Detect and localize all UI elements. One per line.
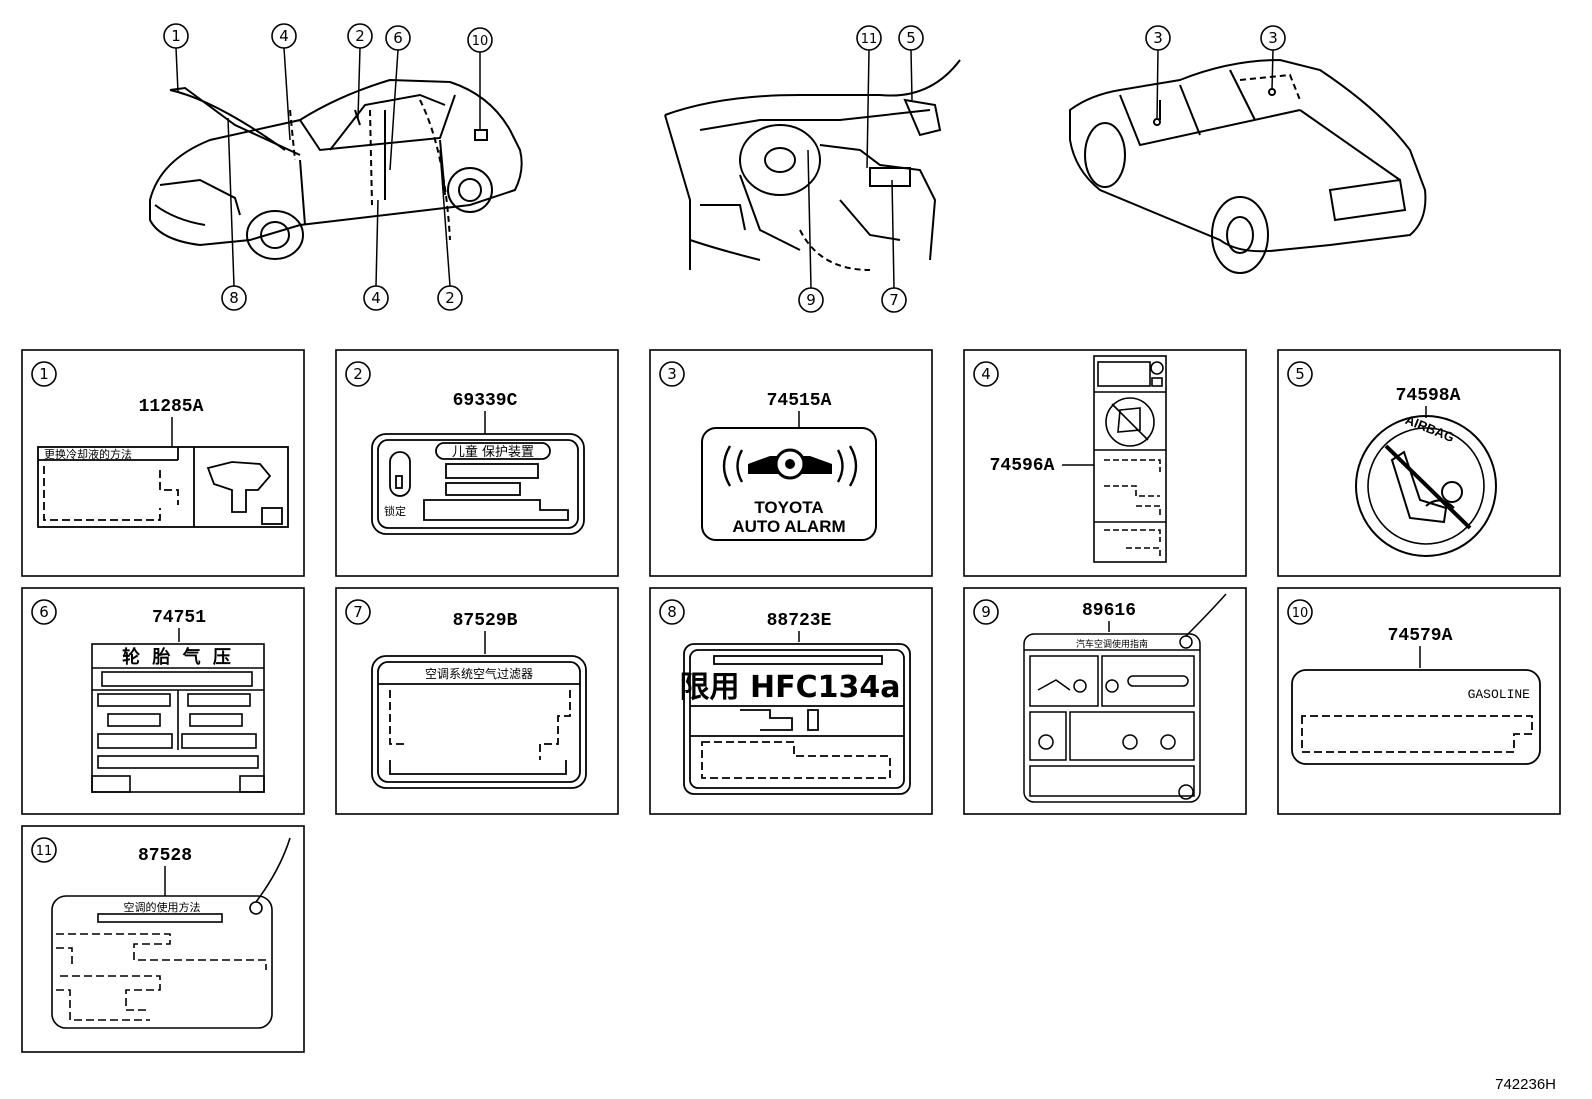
label-11285A (37, 446, 289, 528)
label-panels (21, 349, 1561, 1053)
part-89616: 89616 (1082, 601, 1136, 621)
label-87529B-title: 空调系统空气过滤器 (425, 666, 533, 681)
label-74751-title: 轮 胎 气 压 (122, 646, 234, 668)
car-rear-view (1069, 58, 1427, 274)
callout-5: 5 (898, 25, 924, 51)
callout-3-left: 3 (1145, 25, 1171, 51)
panel-3 (649, 349, 933, 577)
label-69339C-title: 儿童 保护装置 (452, 444, 534, 460)
svg-text:4: 4 (371, 289, 381, 307)
svg-text:2: 2 (445, 289, 455, 307)
svg-text:8: 8 (667, 603, 677, 621)
svg-text:1: 1 (171, 27, 181, 45)
part-11285A: 11285A (139, 397, 204, 417)
label-87529B (371, 655, 587, 789)
label-74515A (701, 427, 877, 541)
svg-text:7: 7 (889, 291, 899, 309)
panel-8 (649, 587, 933, 815)
svg-text:9: 9 (806, 291, 816, 309)
label-74596A (1093, 355, 1167, 563)
callout-numbers: 1 4 2 6 10 8 4 2 11 5 9 7 3 3 (163, 23, 1286, 313)
car-front-view (149, 78, 523, 260)
callout-3-right: 3 (1260, 25, 1286, 51)
part-87529B: 87529B (453, 611, 518, 631)
panel-2 (335, 349, 619, 577)
panel-5 (1277, 349, 1561, 577)
part-74596A: 74596A (990, 456, 1055, 476)
panel-10 (1277, 587, 1561, 815)
callout-4-bottom: 4 (363, 285, 389, 311)
callout-9: 9 (798, 287, 824, 313)
reference-code: 742236H (1495, 1076, 1556, 1093)
svg-text:1: 1 (39, 365, 49, 383)
part-74751: 74751 (152, 608, 206, 628)
callout-1: 1 (163, 23, 189, 49)
label-74579A (1291, 669, 1541, 765)
svg-text:5: 5 (1295, 365, 1305, 383)
label-74579A-text: GASOLINE (1468, 687, 1531, 702)
part-numbers: 11285A 69339C 74515A 74596A 74598A 74751… (138, 386, 1461, 866)
callout-7: 7 (881, 287, 907, 313)
svg-text:4: 4 (981, 365, 991, 383)
label-69339C-lock-text: 锁定 (384, 504, 406, 518)
svg-text:11: 11 (36, 844, 53, 859)
panel-7 (335, 587, 619, 815)
dashboard-view (664, 59, 961, 271)
label-11285A-title: 更换冷却液的方法 (44, 447, 132, 461)
svg-text:6: 6 (393, 29, 403, 47)
label-88723E-title: 限用 HFC134a (680, 670, 901, 705)
label-88723E (683, 643, 911, 795)
panel-callouts: 1 2 3 4 5 6 7 8 9 10 11 (31, 361, 1313, 863)
part-leader-lines (164, 406, 1427, 896)
part-88723E: 88723E (767, 611, 832, 631)
label-87528-title: 空调的使用方法 (124, 900, 201, 914)
leader-lines-car-front (175, 47, 481, 287)
label-74598A (1355, 415, 1497, 557)
callout-10: 10 (467, 27, 493, 53)
label-74515A-line2: AUTO ALARM (732, 517, 845, 536)
label-74515A-line1: TOYOTA (754, 498, 823, 517)
label-87528 (51, 837, 291, 1029)
svg-text:4: 4 (279, 27, 289, 45)
label-74751 (91, 643, 265, 793)
svg-text:3: 3 (667, 365, 677, 383)
svg-text:6: 6 (39, 603, 49, 621)
svg-text:8: 8 (229, 289, 239, 307)
callout-2-top: 2 (347, 23, 373, 49)
svg-text:3: 3 (1268, 29, 1278, 47)
callout-4-top: 4 (271, 23, 297, 49)
svg-text:9: 9 (981, 603, 991, 621)
label-69339C (371, 433, 585, 535)
svg-text:10: 10 (1292, 606, 1309, 621)
leader-lines-dashboard (807, 49, 913, 289)
svg-text:2: 2 (355, 27, 365, 45)
part-74598A: 74598A (1396, 386, 1461, 406)
panel-9 (963, 587, 1247, 815)
callout-2-bottom: 2 (437, 285, 463, 311)
part-69339C: 69339C (453, 391, 518, 411)
svg-text:5: 5 (906, 29, 916, 47)
panel-4 (963, 349, 1247, 577)
part-74579A: 74579A (1388, 626, 1453, 646)
label-89616-title: 汽车空调使用指南 (1076, 638, 1148, 650)
label-89616 (1023, 593, 1227, 803)
svg-text:3: 3 (1153, 29, 1163, 47)
callout-6: 6 (385, 25, 411, 51)
callout-8: 8 (221, 285, 247, 311)
svg-text:2: 2 (353, 365, 363, 383)
callout-11: 11 (856, 25, 882, 51)
svg-text:7: 7 (353, 603, 363, 621)
panel-11 (21, 825, 305, 1053)
panel-1 (21, 349, 305, 577)
part-87528: 87528 (138, 846, 192, 866)
part-74515A: 74515A (767, 391, 832, 411)
panel-6 (21, 587, 305, 815)
leader-lines-car-rear (1156, 49, 1274, 120)
svg-text:11: 11 (861, 32, 878, 47)
svg-text:10: 10 (472, 34, 489, 49)
